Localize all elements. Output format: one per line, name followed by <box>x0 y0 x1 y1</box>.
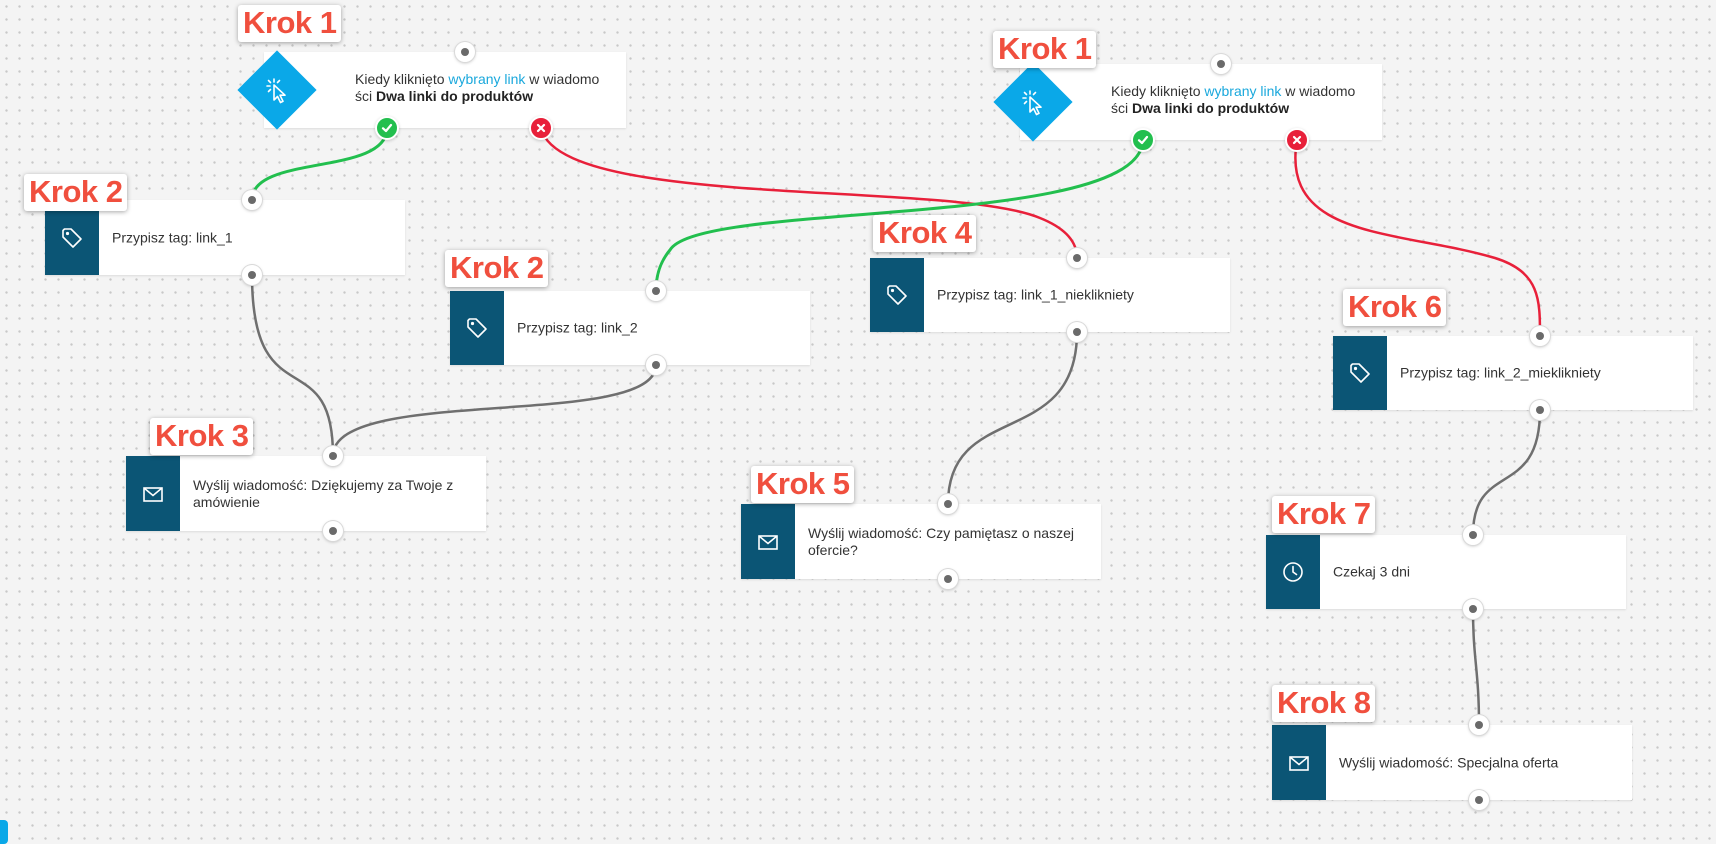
condition-text: Kiedy kliknięto wybrany link w wiadomo ś… <box>1111 83 1356 116</box>
step-label: Krok 5 <box>751 466 855 503</box>
input-port[interactable] <box>938 494 958 514</box>
condition-text: Kiedy kliknięto wybrany link w wiadomo ś… <box>355 71 600 104</box>
output-port[interactable] <box>646 355 666 375</box>
action-text: Przypisz tag: link_1 <box>112 229 233 245</box>
checkmark-icon <box>1137 135 1149 145</box>
no-path-handle[interactable] <box>1285 128 1309 152</box>
tag-icon <box>1333 336 1387 410</box>
connector-yes-krok1a-to-krok2a <box>250 127 389 201</box>
action-node-assign-tag[interactable]: Przypisz tag: link_2_mieklikniety <box>1333 336 1693 410</box>
checkmark-icon <box>381 123 393 133</box>
output-port[interactable] <box>1463 599 1483 619</box>
pointer-click-icon <box>1006 75 1060 129</box>
connector-yes-krok1b-to-krok2b <box>654 139 1145 292</box>
tag-icon <box>45 200 99 275</box>
connector-krok4-to-krok5 <box>946 331 1079 505</box>
action-node-assign-tag[interactable]: Przypisz tag: link_1 <box>45 200 405 275</box>
connector-no-krok1b-to-krok6 <box>1294 139 1542 337</box>
connector-krok6-to-krok7 <box>1471 409 1542 536</box>
envelope-icon <box>741 504 795 579</box>
condition-message-name: Dwa linki do produktów <box>1132 100 1290 116</box>
action-text: Wyślij wiadomość: Czy pamiętasz o naszej… <box>808 524 1074 558</box>
condition-link-text[interactable]: wybrany link <box>1204 83 1282 99</box>
condition-link-text[interactable]: wybrany link <box>448 71 526 87</box>
tag-icon <box>870 258 924 332</box>
clock-icon <box>1266 535 1320 609</box>
action-node-wait[interactable]: Czekaj 3 dni <box>1266 535 1626 609</box>
step-label: Krok 6 <box>1343 289 1447 326</box>
output-port[interactable] <box>1067 322 1087 342</box>
input-port[interactable] <box>323 446 343 466</box>
condition-input-port[interactable] <box>1211 54 1231 74</box>
output-port[interactable] <box>938 569 958 589</box>
action-text: Przypisz tag: link_2 <box>517 319 638 336</box>
output-port[interactable] <box>323 521 343 541</box>
output-port[interactable] <box>1530 400 1550 420</box>
envelope-icon <box>126 456 180 531</box>
pointer-click-icon <box>250 63 304 117</box>
action-node-assign-tag[interactable]: Przypisz tag: link_2 <box>450 291 810 365</box>
input-port[interactable] <box>1530 326 1550 346</box>
condition-panel <box>264 52 626 128</box>
condition-panel <box>1020 64 1382 140</box>
action-node-send-message[interactable]: Wyślij wiadomość: Czy pamiętasz o naszej… <box>741 504 1101 579</box>
condition-input-port[interactable] <box>455 42 475 62</box>
output-port[interactable] <box>1469 790 1489 810</box>
connector-krok7-to-krok8 <box>1471 608 1481 726</box>
step-label: Krok 8 <box>1272 685 1376 722</box>
side-panel-tab[interactable] <box>0 820 8 844</box>
input-port[interactable] <box>1469 715 1489 735</box>
action-text: Przypisz tag: link_1_nieklikniety <box>937 286 1134 303</box>
output-port[interactable] <box>242 265 262 285</box>
input-port[interactable] <box>1463 525 1483 545</box>
input-port[interactable] <box>1067 248 1087 268</box>
input-port[interactable] <box>646 281 666 301</box>
step-label: Krok 3 <box>150 418 254 455</box>
envelope-icon <box>1272 725 1326 800</box>
step-label: Krok 4 <box>873 215 977 252</box>
input-port[interactable] <box>242 190 262 210</box>
action-text: Przypisz tag: link_2_mieklikniety <box>1400 364 1601 381</box>
yes-path-handle[interactable] <box>375 116 399 140</box>
yes-path-handle[interactable] <box>1131 128 1155 152</box>
tag-icon <box>450 291 504 365</box>
condition-message-name: Dwa linki do produktów <box>376 88 534 104</box>
action-node-send-message[interactable]: Wyślij wiadomość: Dziękujemy za Twoje z … <box>126 456 486 531</box>
action-node-assign-tag[interactable]: Przypisz tag: link_1_nieklikniety <box>870 258 1230 332</box>
step-label: Krok 7 <box>1272 496 1376 533</box>
connector-no-krok1a-to-krok4 <box>539 127 1079 259</box>
action-node-send-message[interactable]: Wyślij wiadomość: Specjalna oferta <box>1272 725 1632 800</box>
step-label: Krok 2 <box>24 174 128 211</box>
connector-krok2a-to-krok3 <box>250 274 335 457</box>
action-text: Czekaj 3 dni <box>1333 563 1411 580</box>
connector-krok2b-to-krok3 <box>331 364 658 457</box>
action-text: Wyślij wiadomość: Dziękujemy za Twoje z … <box>193 476 454 510</box>
action-text: Wyślij wiadomość: Specjalna oferta <box>1339 754 1559 770</box>
step-label: Krok 1 <box>238 5 342 42</box>
step-label: Krok 1 <box>993 31 1097 68</box>
cross-icon <box>1292 135 1302 145</box>
step-label: Krok 2 <box>445 250 549 287</box>
cross-icon <box>536 123 546 133</box>
no-path-handle[interactable] <box>529 116 553 140</box>
